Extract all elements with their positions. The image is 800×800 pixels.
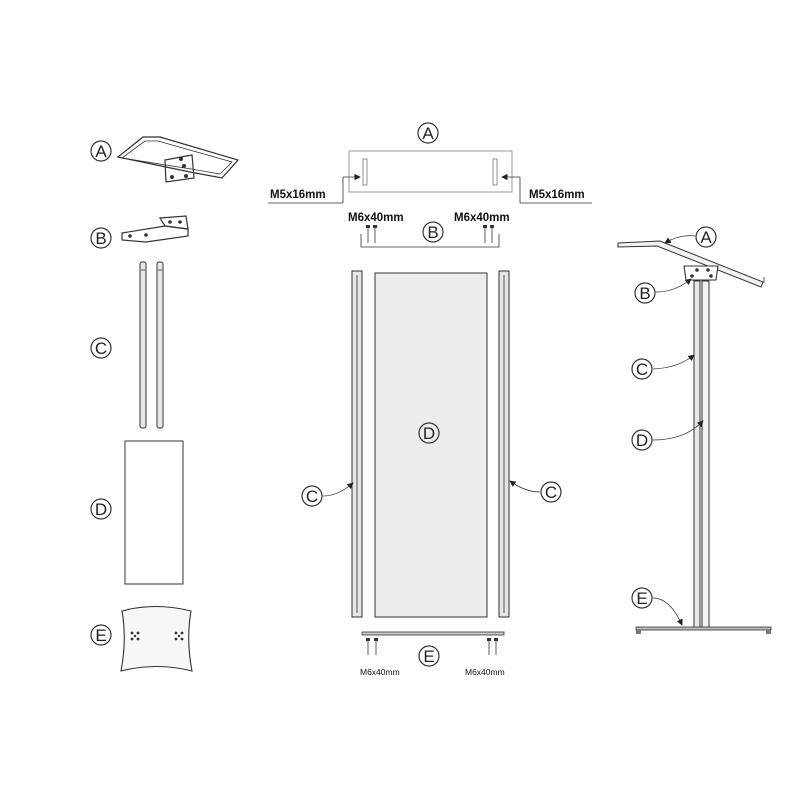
- base-foot-left: [636, 630, 641, 634]
- label-c: C: [95, 339, 107, 358]
- label-e: E: [423, 647, 434, 666]
- label-b: B: [427, 223, 438, 242]
- part-c-rails: C: [90, 261, 164, 429]
- label-e: E: [636, 589, 647, 608]
- assembled-panel: [701, 280, 710, 629]
- label-e: E: [95, 626, 106, 645]
- assembled-rail: [693, 280, 701, 629]
- assembled-top-plate: [617, 240, 764, 288]
- plate-slot-left: [362, 158, 368, 186]
- bracket-front-line: [360, 234, 500, 248]
- dim-bracket-screw-right: M6x40mm: [454, 212, 510, 224]
- base-foot-right: [766, 630, 771, 634]
- label-circle-d: [90, 498, 112, 520]
- front-part-e: E M6x40mm M6x40mm: [360, 631, 505, 677]
- label-a: A: [95, 142, 107, 161]
- label-d: D: [636, 431, 648, 450]
- bracket-outline: [121, 225, 189, 243]
- bracket-hole: [168, 220, 172, 224]
- bracket-flange: [158, 215, 189, 230]
- base-screw-left: [366, 638, 378, 655]
- plate-inner-edge: [120, 140, 233, 175]
- panel-outline: [124, 440, 184, 585]
- label-circle-e: [90, 624, 112, 646]
- rail-right: [156, 261, 164, 429]
- base-outline: [120, 606, 193, 672]
- label-c: C: [636, 360, 648, 379]
- exploded-view: A M5x16mm M5x16mm B M6x40mm M6x40mm: [268, 122, 592, 677]
- arrow-e: [652, 597, 683, 626]
- assembled-view: A B C D E: [617, 226, 772, 634]
- dim-top-screw-right: M5x16mm: [529, 189, 585, 201]
- label-a: A: [700, 228, 712, 247]
- glass-panel-front: [374, 272, 488, 618]
- label-d: D: [95, 500, 107, 519]
- part-a-top-plate: A: [90, 136, 240, 183]
- base-screw-right: [487, 638, 498, 655]
- plate-slot-right: [492, 158, 498, 186]
- dim-base-screw-right: M6x40mm: [465, 667, 505, 677]
- label-circle-b: [90, 227, 112, 249]
- front-part-d: D: [374, 272, 488, 618]
- label-b: B: [95, 229, 106, 248]
- base-hole-left: [130, 631, 140, 641]
- bracket-hole: [128, 234, 132, 238]
- assembled-bracket: [683, 265, 719, 281]
- arrow-c-left: [322, 482, 354, 497]
- label-circle-b: [422, 221, 444, 243]
- screw-pair-left: [366, 225, 377, 243]
- screw-pair-right: [483, 225, 494, 243]
- dim-base-screw-left: M6x40mm: [360, 667, 400, 677]
- dim-bracket-screw-left: M6x40mm: [348, 212, 404, 224]
- assembled-base: [635, 626, 772, 631]
- label-circle-e: [631, 587, 653, 609]
- label-circle-d: [631, 429, 653, 451]
- plate-hole: [184, 174, 188, 178]
- arrow-a: [664, 235, 696, 244]
- bracket-hole: [178, 220, 182, 224]
- plate-hole: [179, 157, 183, 161]
- dim-top-screw-left: M5x16mm: [270, 189, 326, 201]
- label-circle-b: [634, 282, 656, 304]
- label-a: A: [422, 124, 434, 143]
- front-part-a: A M5x16mm M5x16mm: [268, 122, 592, 204]
- label-circle-c-right: [540, 481, 562, 503]
- label-circle-c: [90, 337, 112, 359]
- front-part-c: C C: [301, 270, 562, 618]
- label-circle-a: [90, 140, 112, 162]
- front-part-b: B M6x40mm M6x40mm: [348, 212, 510, 248]
- base-front: [361, 631, 505, 636]
- label-c-right: C: [545, 483, 557, 502]
- label-circle-c: [631, 358, 653, 380]
- label-circle-c-left: [301, 485, 323, 507]
- label-circle-a: [417, 122, 439, 144]
- label-b: B: [639, 284, 650, 303]
- rail-left: [139, 261, 147, 429]
- arrow-c: [652, 354, 695, 370]
- label-d: D: [423, 424, 435, 443]
- part-e-base: E: [90, 606, 193, 672]
- label-c-left: C: [306, 487, 318, 506]
- label-circle-a: [695, 226, 717, 248]
- part-b-bracket: B: [90, 215, 189, 249]
- label-circle-d: [418, 422, 440, 444]
- bracket-hole: [144, 233, 148, 237]
- part-d-panel: D: [90, 440, 184, 585]
- base-hole-right: [174, 631, 184, 641]
- plate-hole: [170, 175, 174, 179]
- label-circle-e: [418, 645, 440, 667]
- plate-hole: [182, 164, 186, 168]
- arrow-d: [652, 420, 704, 441]
- plate-outline: [116, 136, 240, 179]
- arrow-b: [655, 278, 692, 293]
- parts-list: A B C: [90, 136, 240, 672]
- plate-bracket: [164, 154, 195, 183]
- top-plate-front: [348, 150, 513, 193]
- arrow-c-right: [509, 480, 541, 493]
